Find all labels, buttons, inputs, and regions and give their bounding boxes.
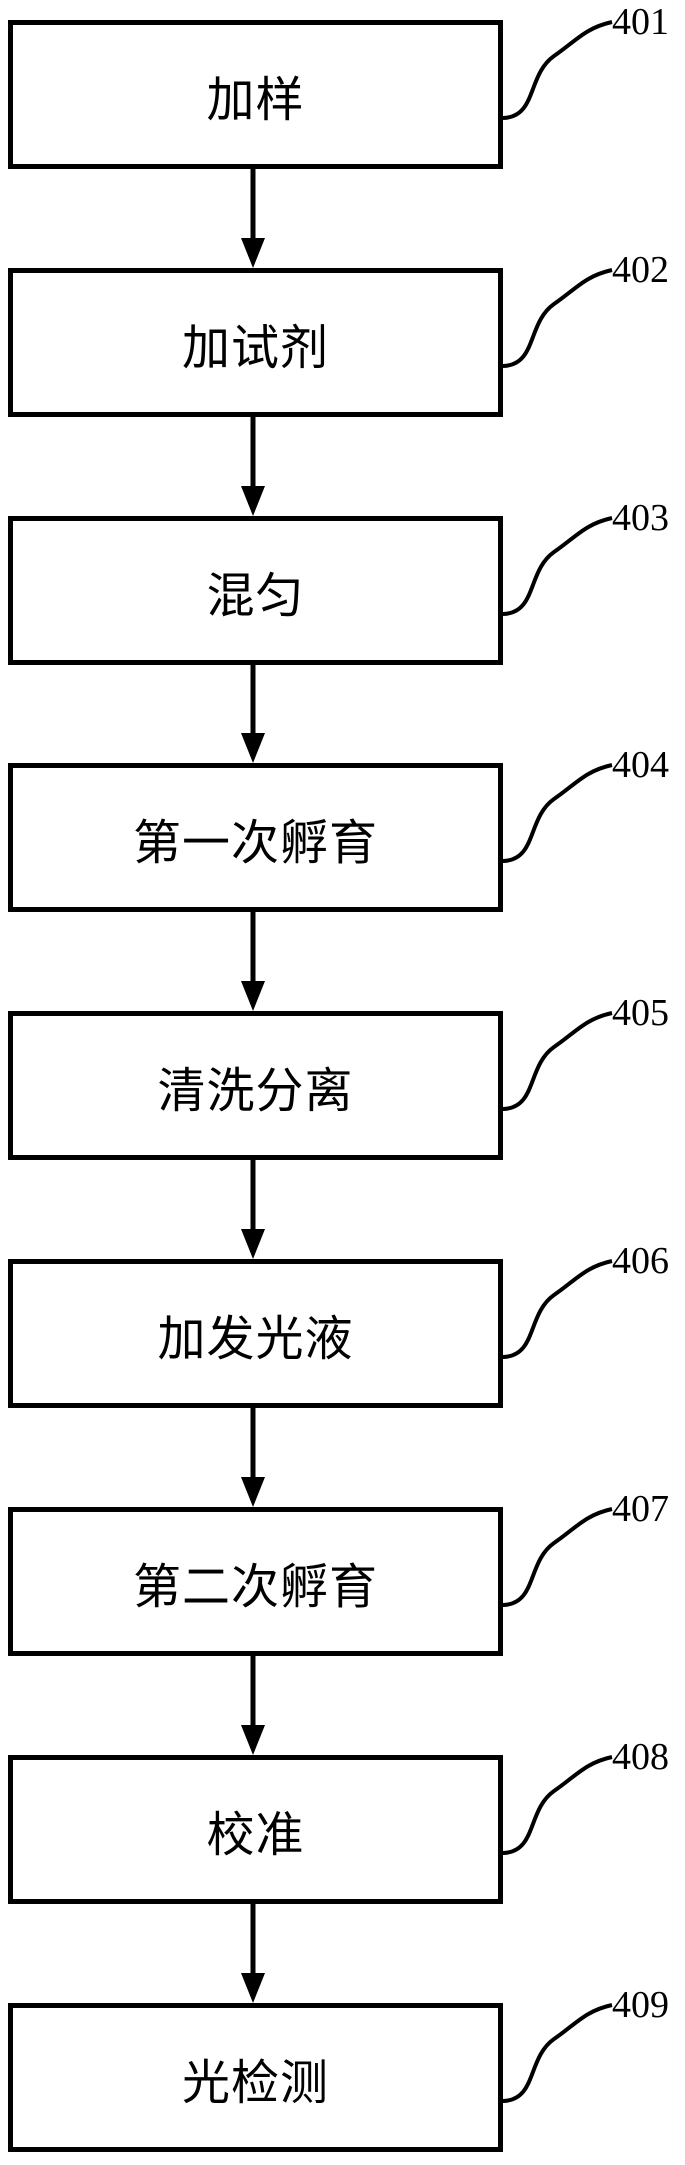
- ref-connector: [502, 268, 613, 368]
- ref-connector: [502, 20, 613, 120]
- flow-step-box-405: 清洗分离: [8, 1011, 503, 1160]
- step-label: 加试剂: [181, 319, 329, 376]
- ref-connector: [502, 2003, 613, 2103]
- ref-number: 406: [612, 1240, 669, 1282]
- flow-step-box-402: 加试剂: [8, 268, 503, 417]
- down-arrow: [241, 912, 265, 1011]
- flow-step-box-403: 混匀: [8, 516, 503, 665]
- ref-number: 403: [612, 497, 669, 539]
- down-arrow: [241, 1160, 265, 1259]
- step-label: 加发光液: [157, 1310, 354, 1367]
- step-label: 清洗分离: [157, 1062, 354, 1119]
- down-arrow: [241, 1408, 265, 1507]
- ref-connector: [502, 1507, 613, 1607]
- down-arrow: [241, 1656, 265, 1755]
- ref-connector: [502, 763, 613, 863]
- step-label: 加样: [206, 71, 305, 128]
- down-arrow: [241, 665, 265, 763]
- ref-number: 401: [612, 1, 669, 43]
- down-arrow: [241, 169, 265, 268]
- ref-number: 404: [612, 744, 669, 786]
- ref-number: 409: [612, 1984, 669, 2026]
- ref-connector: [502, 1259, 613, 1359]
- flow-step-box-406: 加发光液: [8, 1259, 503, 1408]
- ref-number: 407: [612, 1488, 669, 1530]
- down-arrow: [241, 417, 265, 516]
- step-label: 混匀: [206, 567, 305, 624]
- ref-number: 402: [612, 249, 669, 291]
- ref-connector: [502, 1011, 613, 1111]
- flow-step-box-404: 第一次孵育: [8, 763, 503, 912]
- step-label: 第二次孵育: [132, 1558, 378, 1615]
- flow-step-box-401: 加样: [8, 20, 503, 169]
- flow-step-box-408: 校准: [8, 1755, 503, 1904]
- flow-step-box-409: 光检测: [8, 2003, 503, 2152]
- step-label: 校准: [206, 1806, 305, 1863]
- down-arrow: [241, 1904, 265, 2003]
- ref-number: 408: [612, 1736, 669, 1778]
- flow-step-box-407: 第二次孵育: [8, 1507, 503, 1656]
- ref-number: 405: [612, 992, 669, 1034]
- step-label: 光检测: [181, 2054, 329, 2111]
- ref-connector: [502, 516, 613, 616]
- step-label: 第一次孵育: [132, 814, 378, 871]
- ref-connector: [502, 1755, 613, 1855]
